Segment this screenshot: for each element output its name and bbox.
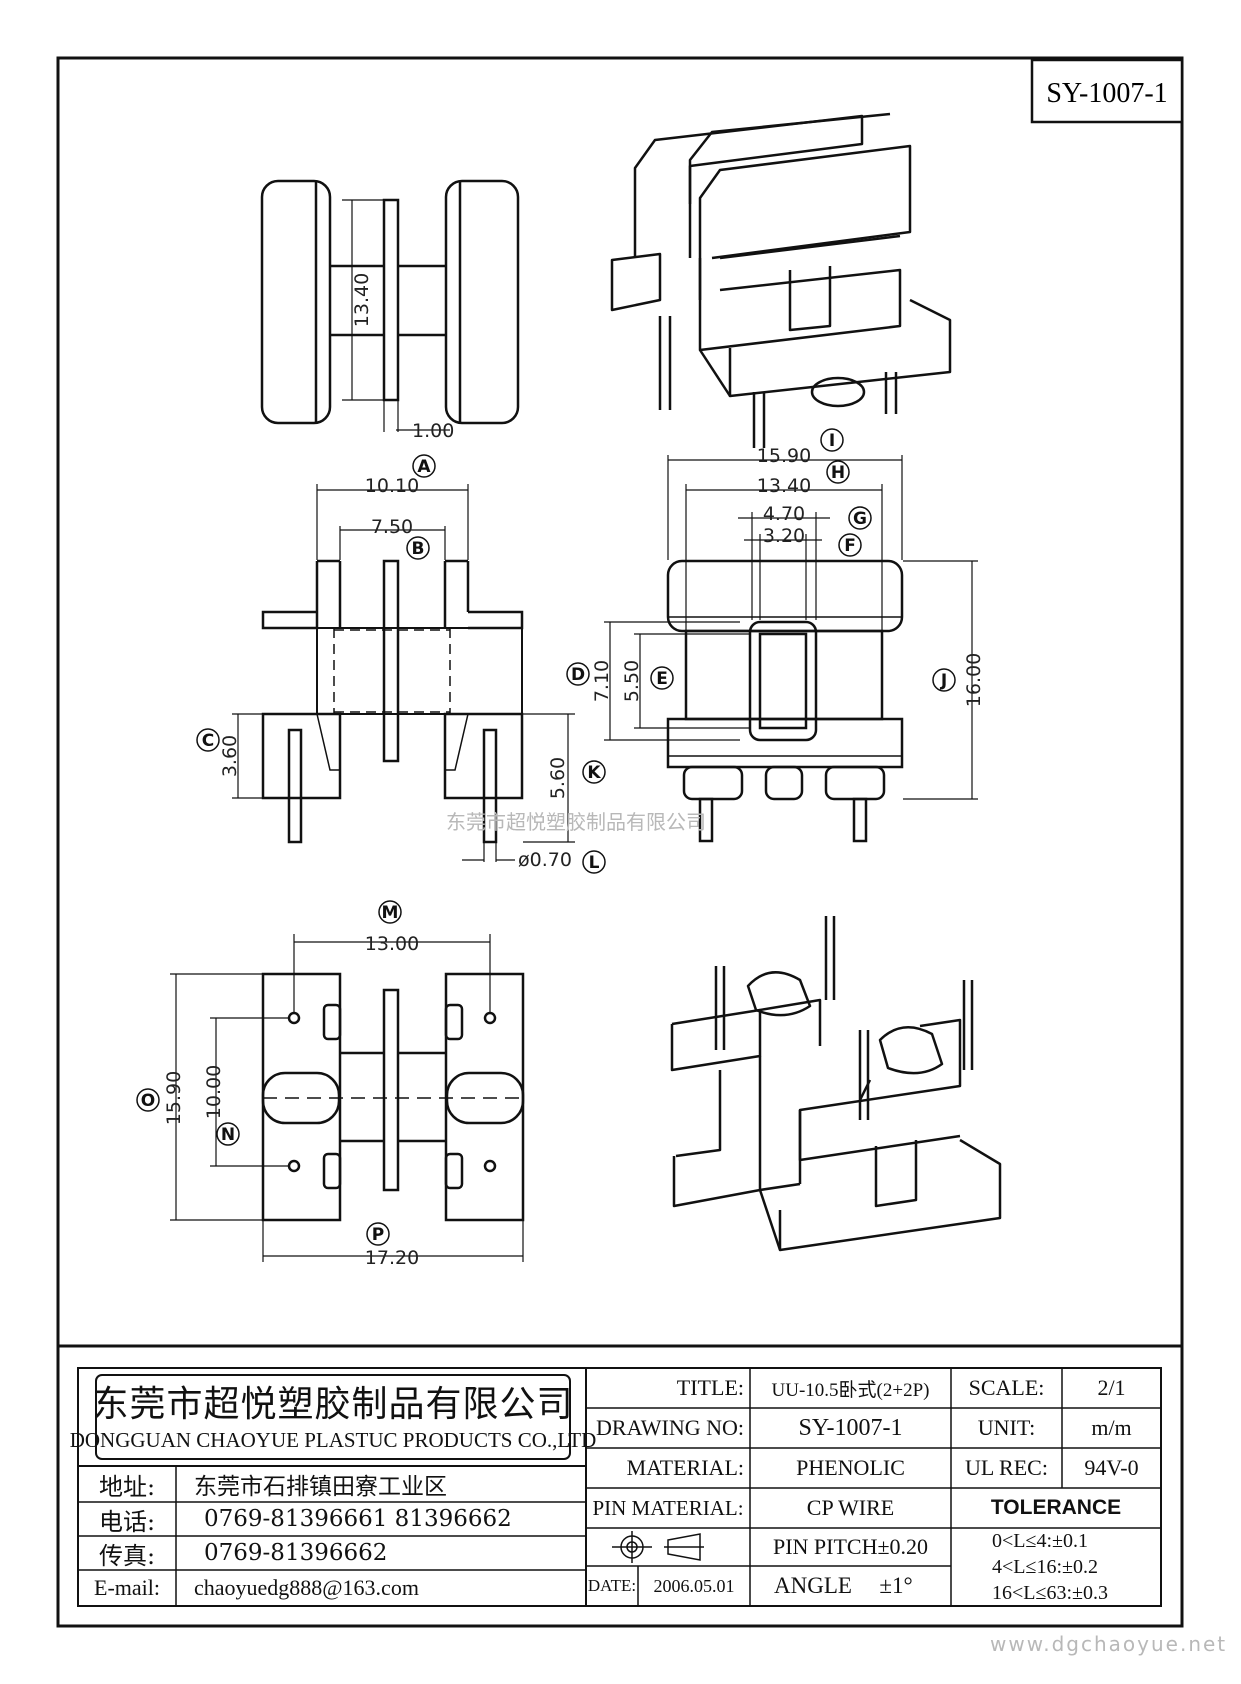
- bottom-view: [170, 934, 525, 1262]
- svg-text:H: H: [831, 463, 845, 483]
- isometric-top: [610, 112, 952, 448]
- label-M: M: [378, 900, 402, 924]
- tolerance-title: TOLERANCE: [990, 1496, 1122, 1519]
- angle-label: ANGLE: [774, 1573, 852, 1598]
- dim-front-A: 10.10: [365, 475, 419, 497]
- date-label: DATE:: [587, 1576, 637, 1595]
- label-J: J: [932, 668, 956, 692]
- svg-text:A: A: [417, 457, 431, 477]
- ul-rec-value: 94V-0: [1084, 1455, 1139, 1480]
- drawing-code: SY-1007-1: [1046, 78, 1167, 109]
- tolerance-2: 4<L≤16:±0.2: [992, 1555, 1099, 1578]
- angle-value: ±1°: [879, 1573, 913, 1598]
- label-L: L: [582, 850, 606, 874]
- scale-label: SCALE:: [968, 1375, 1045, 1400]
- dim-side-J: 16.00: [963, 653, 985, 707]
- dim-top-pin: 1.00: [412, 420, 454, 442]
- label-E: E: [650, 666, 674, 690]
- company-name-en: DONGGUAN CHAOYUE PLASTUC PRODUCTS CO.,LT…: [69, 1427, 597, 1452]
- label-G: G: [848, 506, 872, 530]
- dim-side-H: 13.40: [757, 475, 811, 497]
- address-label: 地址:: [98, 1472, 156, 1501]
- svg-text:J: J: [940, 671, 947, 691]
- material-value: PHENOLIC: [796, 1455, 905, 1480]
- circled-labels: A B C D E F G H I J K L M N O P: [136, 428, 956, 1246]
- address-value: 东莞市石排镇田寮工业区: [194, 1474, 447, 1500]
- drawing-no-value: SY-1007-1: [798, 1414, 903, 1441]
- pin-pitch: PIN PITCH±0.20: [772, 1534, 929, 1559]
- dim-side-G: 4.70: [763, 503, 805, 525]
- dim-side-E: 5.50: [621, 660, 643, 702]
- dim-front-B: 7.50: [371, 516, 413, 538]
- watermark-company: 东莞市超悦塑胶制品有限公司: [446, 810, 706, 834]
- svg-text:F: F: [844, 536, 856, 556]
- dim-bottom-O: 15.90: [163, 1071, 185, 1125]
- svg-text:O: O: [141, 1091, 155, 1111]
- isometric-bottom: [670, 916, 1002, 1252]
- tolerance-3: 16<L≤63:±0.3: [992, 1581, 1109, 1604]
- title-value: UU-10.5卧式(2+2P): [771, 1379, 930, 1401]
- label-N: N: [216, 1122, 240, 1146]
- unit-value: m/m: [1091, 1415, 1132, 1440]
- tolerance-1: 0<L≤4:±0.1: [992, 1529, 1089, 1552]
- svg-text:M: M: [382, 903, 399, 923]
- dim-top-height: 13.40: [351, 273, 373, 327]
- dim-side-F: 3.20: [763, 525, 805, 547]
- dim-bottom-M: 13.00: [365, 933, 419, 955]
- svg-text:C: C: [202, 731, 214, 751]
- material-label: MATERIAL:: [626, 1455, 744, 1480]
- side-view: [604, 455, 978, 843]
- dim-bottom-N: 10.00: [203, 1065, 225, 1119]
- svg-text:K: K: [587, 763, 601, 783]
- front-view: [232, 484, 575, 862]
- phone-value: 0769-81396661 81396662: [204, 1506, 512, 1532]
- svg-text:E: E: [656, 669, 668, 689]
- title-block-grid: [77, 1367, 1162, 1607]
- svg-text:P: P: [372, 1225, 384, 1245]
- label-A: A: [412, 454, 436, 478]
- label-B: B: [406, 536, 430, 560]
- dim-front-K: 5.60: [547, 757, 569, 799]
- label-O: O: [136, 1088, 160, 1112]
- dim-side-D: 7.10: [591, 660, 613, 702]
- projection-symbol-icon: [612, 1531, 704, 1563]
- top-view: [260, 179, 520, 432]
- dim-bottom-P: 17.20: [365, 1247, 419, 1269]
- label-C: C: [196, 728, 220, 752]
- dim-side-I: 15.90: [757, 445, 811, 467]
- label-D: D: [566, 662, 590, 686]
- svg-text:L: L: [589, 853, 600, 873]
- fax-value: 0769-81396662: [204, 1540, 388, 1566]
- svg-text:I: I: [829, 431, 835, 451]
- unit-label: UNIT:: [977, 1415, 1036, 1440]
- company-name-cn: 东莞市超悦塑胶制品有限公司: [92, 1384, 574, 1425]
- drawing-code-box: SY-1007-1: [1030, 58, 1184, 124]
- svg-text:D: D: [571, 665, 585, 685]
- drawing-no-label: DRAWING NO:: [596, 1415, 744, 1440]
- pin-material-label: PIN MATERIAL:: [592, 1495, 744, 1520]
- date-value: 2006.05.01: [653, 1575, 735, 1596]
- dim-front-C: 3.60: [219, 735, 241, 777]
- svg-text:G: G: [853, 509, 867, 529]
- label-H: H: [826, 460, 850, 484]
- phone-label: 电话:: [98, 1507, 156, 1536]
- email-value: chaoyuedg888@163.com: [194, 1575, 419, 1600]
- svg-text:N: N: [221, 1125, 235, 1145]
- label-K: K: [582, 760, 606, 784]
- fax-label: 传真:: [98, 1541, 156, 1570]
- scale-value: 2/1: [1097, 1375, 1126, 1400]
- title-label: TITLE:: [676, 1375, 744, 1400]
- dim-front-L: ø0.70: [518, 849, 572, 871]
- email-label: E-mail:: [94, 1575, 160, 1600]
- label-F: F: [838, 533, 862, 557]
- label-I: I: [820, 428, 844, 452]
- title-block-frame: [56, 1344, 1184, 1628]
- svg-text:B: B: [412, 539, 425, 559]
- ul-rec-label: UL REC:: [965, 1455, 1048, 1480]
- pin-material-value: CP WIRE: [806, 1495, 895, 1520]
- label-P: P: [366, 1222, 390, 1246]
- watermark-url: www.dgchaoyue.net: [990, 1632, 1228, 1656]
